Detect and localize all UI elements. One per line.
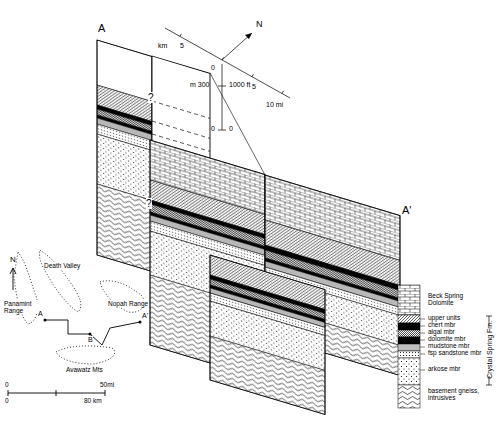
scale-number: 0 xyxy=(5,381,9,388)
legend-label: Beck Spring Dolomite xyxy=(428,293,484,307)
scale-unit: km xyxy=(158,42,167,50)
scale-number: m 300 xyxy=(190,81,209,89)
legend-label: upper units xyxy=(428,315,490,322)
formation-bracket-label: Crystal Spring Fm. xyxy=(486,319,494,381)
section-point: A xyxy=(38,310,43,318)
legend-label: mudstone mbr xyxy=(428,343,490,350)
place-name: Panamint Range xyxy=(4,300,40,314)
scale-number: 0 xyxy=(5,397,9,404)
scale-number: 5 xyxy=(252,83,256,91)
section-point: A' xyxy=(142,312,148,320)
place-name: Nopah Range xyxy=(108,300,148,307)
section-end-letter: A xyxy=(98,22,105,34)
legend-label: arkose mbr xyxy=(428,366,490,373)
legend-label: algal mbr xyxy=(428,329,490,336)
scale-number: 5 xyxy=(180,42,184,50)
legend-label: basement gneiss, intrusives xyxy=(428,388,484,402)
uncertain-mark: ? xyxy=(148,92,154,103)
legend-label: fsp sandstone mbr xyxy=(428,350,490,357)
scale-number: 80 km xyxy=(84,397,102,404)
section-point: B xyxy=(88,336,93,344)
north-label: N xyxy=(256,20,263,30)
place-name: Avawatz Mts xyxy=(66,366,103,373)
section-end-letter: A' xyxy=(402,204,411,216)
scale-number: 0 xyxy=(229,125,233,133)
legend-label: dolomite mbr xyxy=(428,336,490,343)
place-name: Death Valley xyxy=(44,262,80,269)
legend-label: chert mbr xyxy=(428,322,490,329)
uncertain-mark: ? xyxy=(146,198,152,209)
scale-number: 0 xyxy=(211,64,215,72)
scale-number: 0 xyxy=(211,125,215,133)
scale-number: 10 mi xyxy=(266,101,283,109)
north-label: N xyxy=(10,256,16,265)
scale-number: 1000 ft xyxy=(229,81,250,89)
scale-number: 50mi xyxy=(100,381,114,388)
